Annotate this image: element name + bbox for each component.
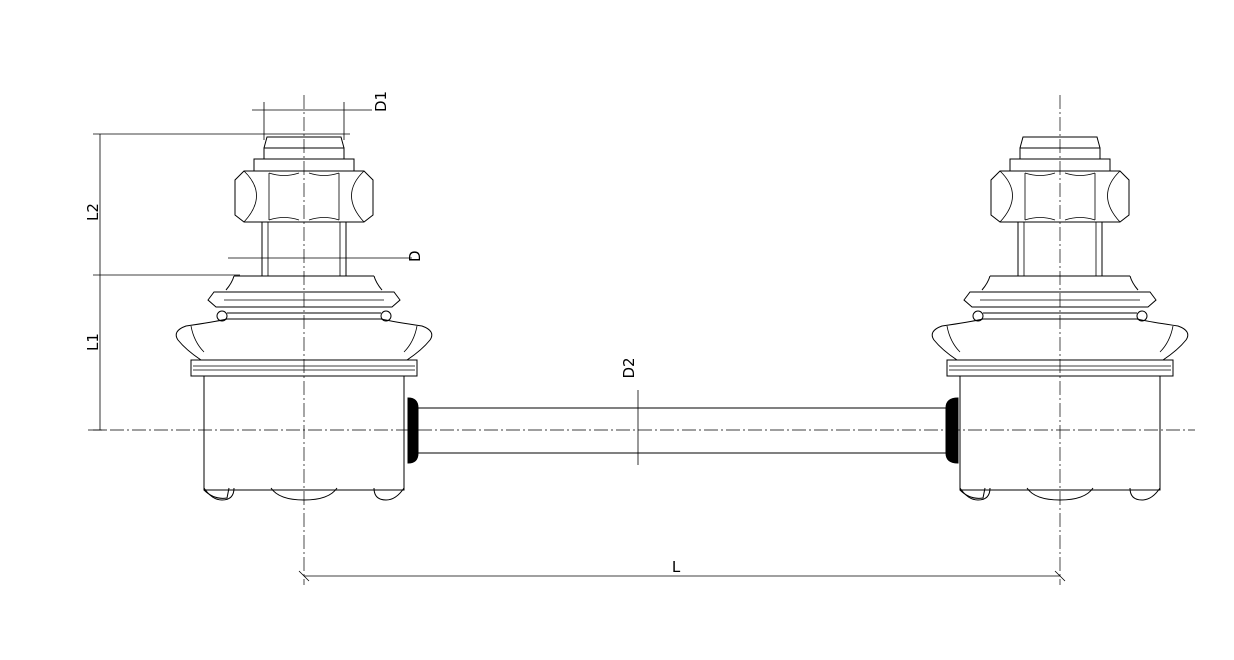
connecting-rod [407,397,959,464]
dimension-label-d2: D2 [620,357,638,378]
dimension-label-d: D [406,250,424,262]
dimension-label-l: L [672,558,681,576]
dimension-label-l2: L2 [84,203,102,221]
dimension-label-l1: L1 [84,333,102,351]
dimension-lines [93,102,1066,582]
centerlines [88,95,1195,585]
dimension-label-d1: D1 [372,91,390,112]
